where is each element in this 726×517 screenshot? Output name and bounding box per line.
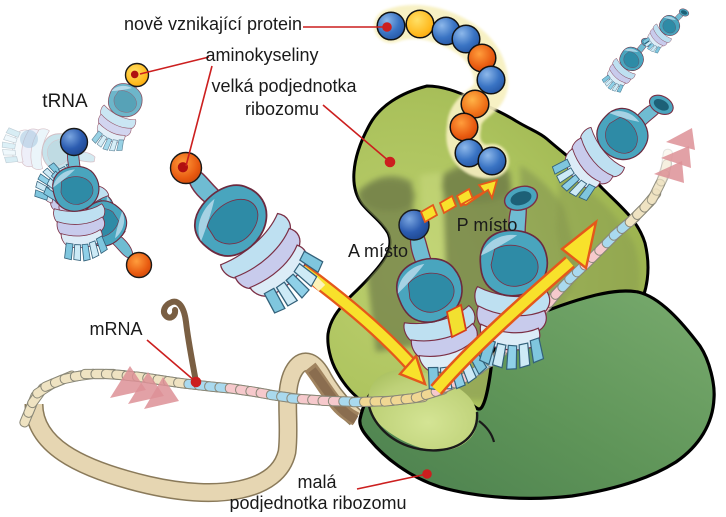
svg-text:mRNA: mRNA [90,319,143,339]
svg-text:ribozomu: ribozomu [245,99,319,119]
svg-text:velká podjednotka: velká podjednotka [211,76,357,96]
svg-text:podjednotka ribozomu: podjednotka ribozomu [229,493,406,512]
svg-text:tRNA: tRNA [42,91,88,112]
svg-text:nově vznikající protein: nově vznikající protein [124,14,302,34]
svg-text:malá: malá [297,472,337,492]
svg-text:P místo: P místo [457,215,518,235]
svg-text:A místo: A místo [348,241,408,261]
svg-text:aminokyseliny: aminokyseliny [205,45,318,65]
